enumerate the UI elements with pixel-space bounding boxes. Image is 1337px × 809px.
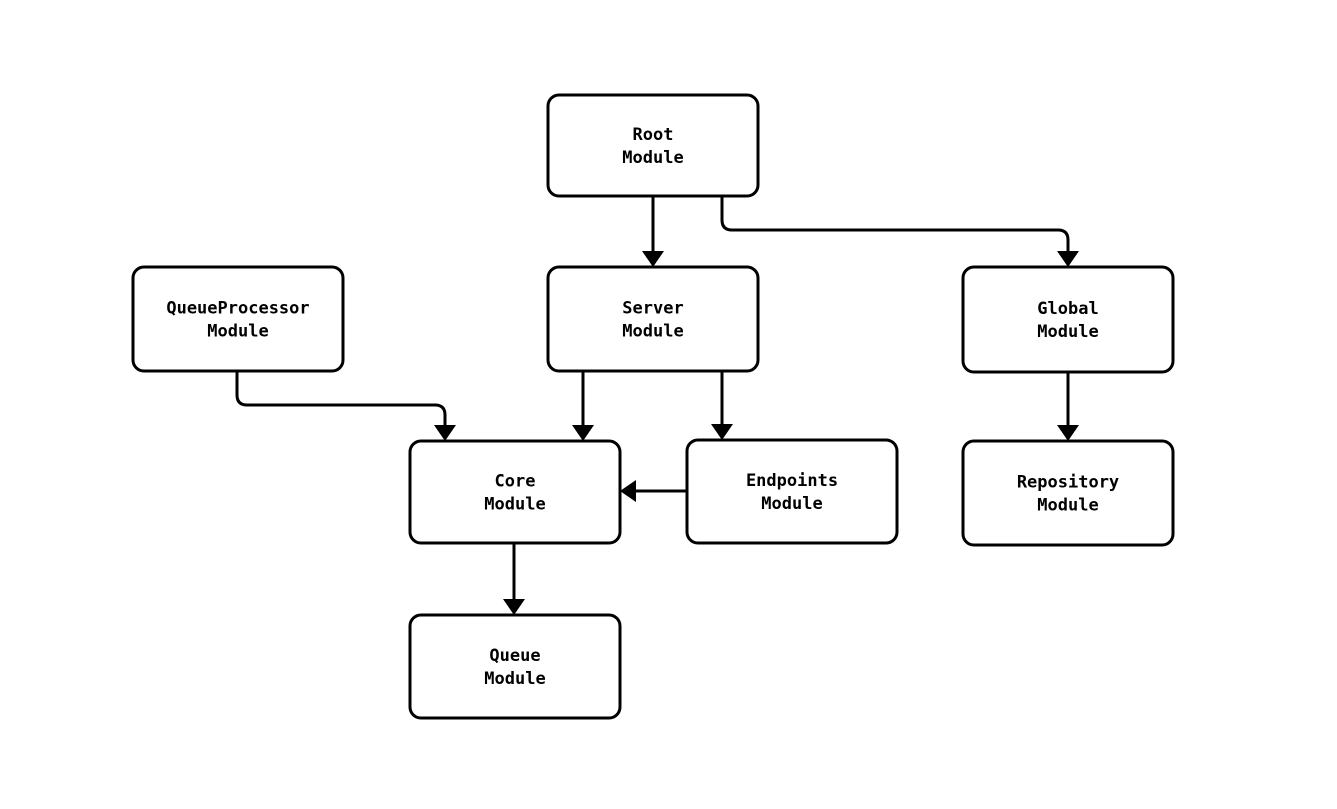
node-label-line2: Module (484, 669, 545, 689)
arrowhead-icon (572, 425, 594, 441)
arrowhead-icon (711, 424, 733, 440)
node-label-line2: Module (622, 148, 683, 168)
node-box[interactable] (961, 265, 1175, 374)
node-label-line1: Endpoints (746, 471, 838, 491)
node-label-line1: Repository (1017, 472, 1119, 492)
node-label-line2: Module (1037, 495, 1098, 515)
edge-root-to-global (720, 196, 1079, 267)
node-label-line2: Module (1037, 322, 1098, 342)
edge-core-to-queue (503, 543, 525, 615)
arrowhead-icon (503, 599, 525, 615)
edge-line (235, 371, 447, 426)
edge-server-to-core (572, 371, 594, 441)
node-label-line1: Core (495, 471, 536, 491)
node-box[interactable] (131, 265, 345, 373)
arrowhead-icon (1057, 425, 1079, 441)
edge-queueprocessor-to-core (235, 371, 456, 441)
node-box[interactable] (685, 438, 899, 545)
node-box[interactable] (408, 439, 622, 545)
edge-endpoints-to-core (620, 480, 687, 502)
node-label-line1: Server (622, 298, 683, 318)
node-label-line1: Global (1037, 299, 1098, 319)
node-label-line2: Module (484, 494, 545, 514)
node-label-line1: Queue (489, 646, 540, 666)
node-label-line2: Module (761, 494, 822, 514)
edge-server-to-endpoints (711, 371, 733, 440)
node-box[interactable] (546, 93, 760, 198)
edge-global-to-repository (1057, 372, 1079, 441)
edge-root-to-server (642, 196, 664, 267)
node-label-line2: Module (622, 321, 683, 341)
edges-layer (235, 196, 1079, 615)
node-box[interactable] (408, 613, 622, 720)
node-label-line1: QueueProcessor (166, 298, 309, 318)
arrowhead-icon (434, 425, 456, 441)
arrowhead-icon (642, 251, 664, 267)
node-box[interactable] (546, 265, 760, 373)
arrowhead-icon (620, 480, 636, 502)
node-label-line2: Module (207, 321, 268, 341)
edge-line (720, 196, 1070, 252)
node-label-line1: Root (633, 125, 674, 145)
arrowhead-icon (1057, 251, 1079, 267)
node-box[interactable] (961, 439, 1175, 547)
